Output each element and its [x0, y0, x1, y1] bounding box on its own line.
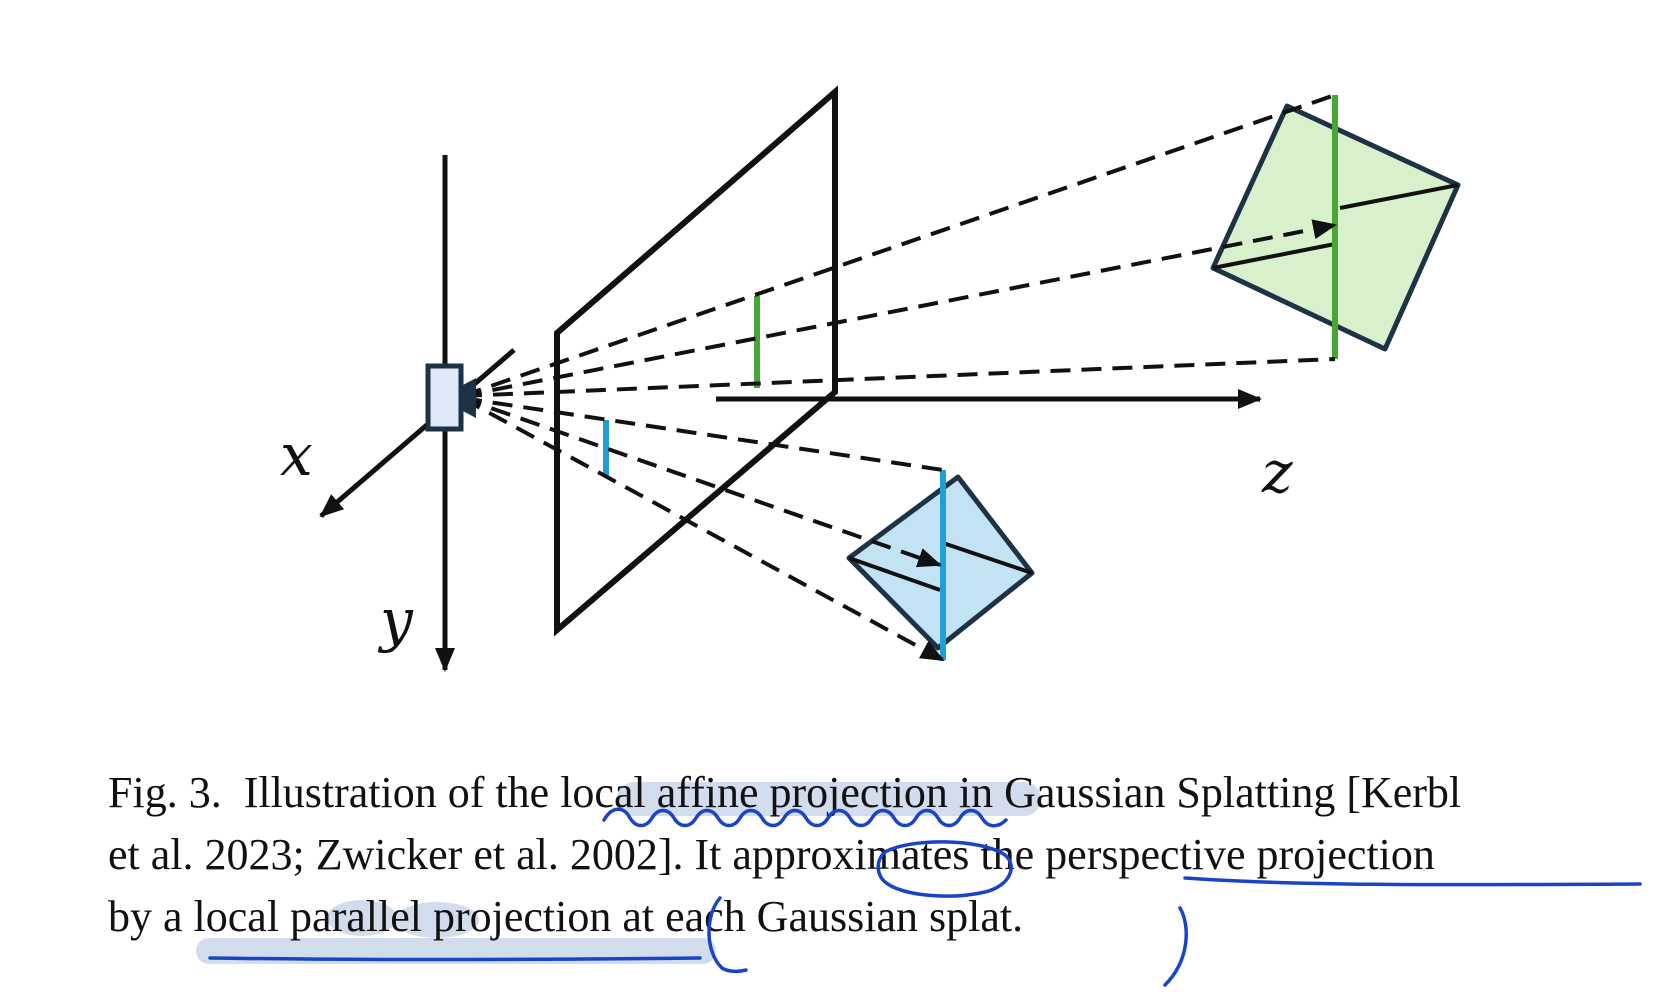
ray-green-bottom: [461, 357, 1336, 398]
pen-squiggle-underline: [602, 807, 1008, 828]
ray-blue-top: [461, 396, 944, 472]
caption-line1-pre: Illustration of the: [244, 768, 561, 817]
caption-figure-number: Fig. 3.: [108, 768, 222, 817]
highlight-parallel-blob-2: [395, 902, 479, 938]
blue-gaussian-splat: [846, 470, 1035, 660]
y-axis-label: y: [377, 586, 414, 654]
caption-line-2: et al. 2023; Zwicker et al. 2002]. It ap…: [108, 830, 1435, 879]
caption-line3-c: projection: [422, 892, 622, 941]
caption-line1-post: in Gaussian Splatting [Kerbl: [948, 768, 1461, 817]
caption-line3-highlighted: local parallel: [194, 892, 422, 941]
caption-line-3: by a local parallel projection at each G…: [108, 892, 1023, 941]
pen-annotations: [208, 807, 1642, 987]
camera-icon: [425, 363, 464, 432]
highlight-local-affine-projection: [617, 782, 1041, 816]
x-axis: [319, 348, 516, 518]
caption-line2-a: et al. 2023; Zwicker et al. 2002]. It ap…: [108, 830, 796, 879]
projection-rays-arrowed: [461, 219, 1337, 662]
x-axis-label: x: [280, 421, 313, 489]
blue-splat-diagonal-lower: [848, 556, 941, 592]
green-splat-diagonal-lower: [1212, 242, 1336, 270]
ray-green-center: [461, 219, 1337, 398]
blue-splat-diagonal-upper: [942, 541, 1033, 575]
green-splat-diagonal-upper: [1339, 183, 1459, 210]
highlight-parallel-blob: [327, 900, 397, 936]
image-plane: [554, 85, 838, 637]
caption-line-1: Fig. 3.Illustration of the local affine …: [108, 768, 1461, 817]
pen-bracket-close: [1163, 906, 1188, 987]
ray-blue-center: [461, 396, 942, 568]
caption-line2-circled: roxim: [796, 830, 901, 879]
ray-green-top: [461, 93, 1336, 398]
caption-line2-underlined: perspective projection: [1045, 830, 1435, 879]
camera-lens: [461, 378, 476, 418]
caption-line2-c: ates the: [901, 830, 1045, 879]
green-gaussian-splat: [1210, 95, 1461, 359]
projection-rays: [461, 93, 1336, 472]
z-axis-label: z: [1261, 438, 1293, 506]
caption-line3-bracketed: at each Gaussian splat.: [622, 892, 1023, 941]
pen-underline-local-parallel: [208, 956, 702, 962]
pen-circle-approximates: [876, 840, 1013, 898]
caption-line3-a: by a: [108, 892, 194, 941]
ray-blue-bottom: [461, 396, 945, 662]
pen-bracket-open: [707, 896, 748, 974]
pen-underline-perspective-projection: [1183, 876, 1642, 887]
